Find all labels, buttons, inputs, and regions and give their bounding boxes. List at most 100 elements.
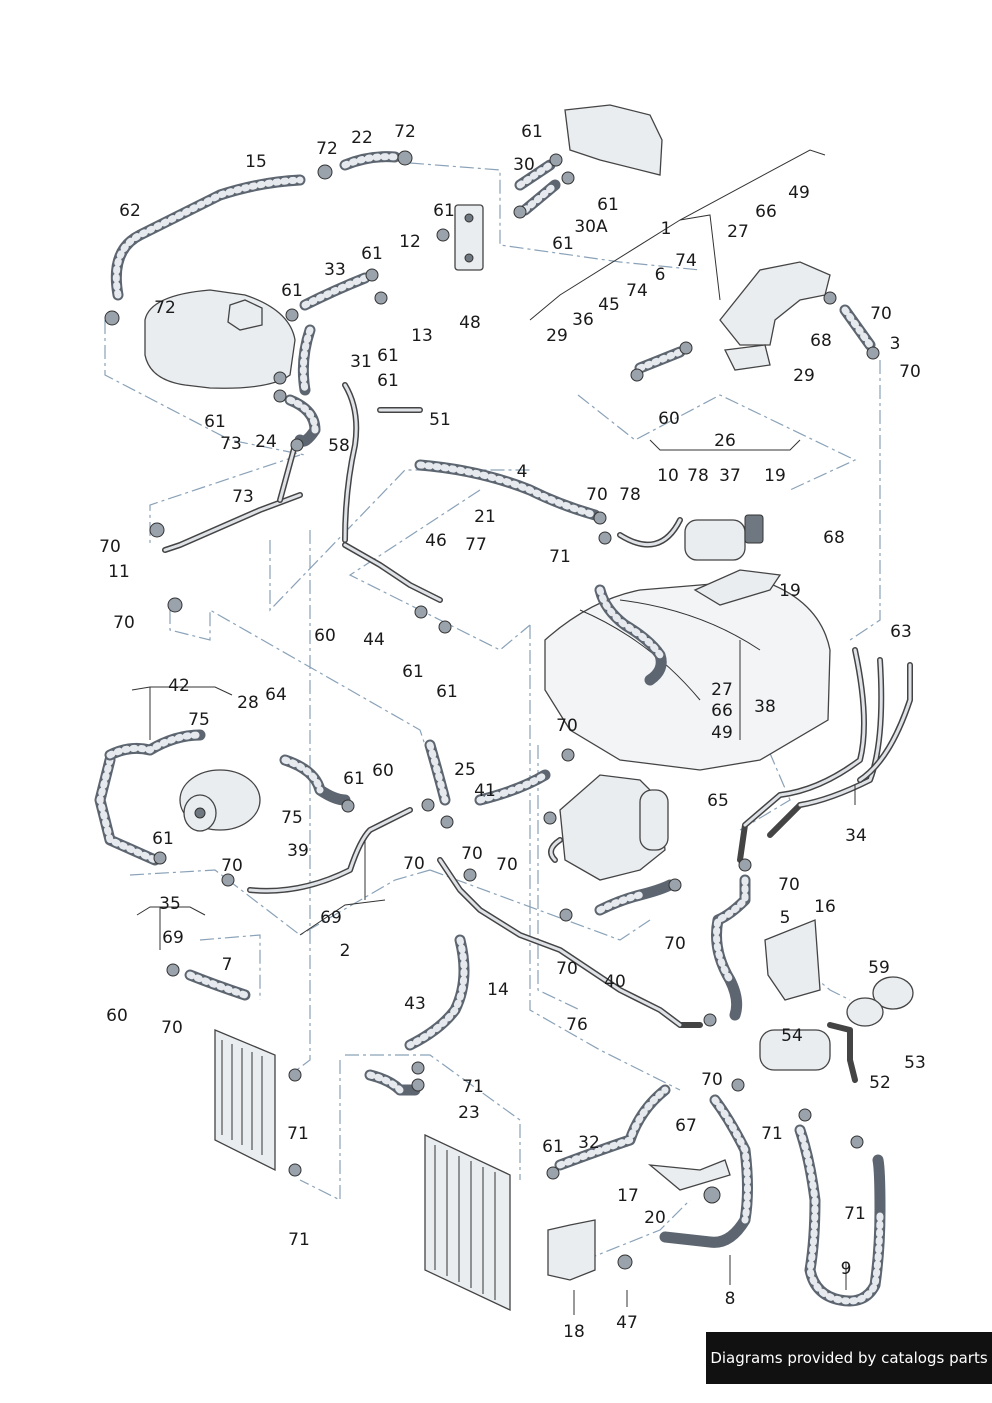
thermostat-housing [719,261,831,371]
part-label-54: 54 [781,1026,803,1046]
part-label-74: 74 [675,251,697,271]
part-label-70: 70 [113,613,135,633]
part-label-78: 78 [687,466,709,486]
part-label-30a: 30A [574,217,608,237]
part-label-39: 39 [287,841,309,861]
attribution-banner: Diagrams provided by catalogs parts [706,1332,992,1384]
part-label-70: 70 [556,959,578,979]
part-label-61: 61 [552,234,574,254]
part-label-62: 62 [119,201,141,221]
part-label-70: 70 [496,855,518,875]
part-label-25: 25 [454,760,476,780]
water-pump-54 [759,976,914,1083]
part-label-77: 77 [465,535,487,555]
gasket-19 [693,569,782,606]
part-label-78: 78 [619,485,641,505]
part-label-70: 70 [870,304,892,324]
part-label-17: 17 [617,1186,639,1206]
part-label-63: 63 [890,622,912,642]
part-label-74: 74 [626,281,648,301]
attribution-text: Diagrams provided by catalogs parts [710,1349,988,1367]
part-label-41: 41 [474,781,496,801]
part-label-60: 60 [106,1006,128,1026]
part-label-43: 43 [404,994,426,1014]
part-label-32: 32 [578,1133,600,1153]
part-label-21: 21 [474,507,496,527]
part-label-22: 22 [351,128,373,148]
part-label-69: 69 [320,908,342,928]
part-label-61: 61 [542,1137,564,1157]
part-label-19: 19 [764,466,786,486]
part-label-69: 69 [162,928,184,948]
part-label-2: 2 [340,941,351,961]
part-label-15: 15 [245,152,267,172]
part-label-53: 53 [904,1053,926,1073]
part-label-49: 49 [788,183,810,203]
part-label-71: 71 [844,1204,866,1224]
part-label-33: 33 [324,260,346,280]
part-label-71: 71 [549,547,571,567]
part-label-42: 42 [168,676,190,696]
part-label-19: 19 [779,581,801,601]
part-label-47: 47 [616,1313,638,1333]
part-label-35: 35 [159,894,181,914]
part-label-29: 29 [793,366,815,386]
heater-unit-center [559,774,669,881]
part-label-4: 4 [517,462,528,482]
part-label-71: 71 [287,1124,309,1144]
part-label-71: 71 [462,1077,484,1097]
part-label-13: 13 [411,326,433,346]
part-label-71: 71 [288,1230,310,1250]
part-label-64: 64 [265,685,287,705]
auxiliary-pump-37 [684,514,764,561]
part-label-61: 61 [597,195,619,215]
part-label-61: 61 [361,244,383,264]
part-label-75: 75 [281,808,303,828]
part-label-1: 1 [661,219,672,239]
part-label-66: 66 [755,202,777,222]
part-label-70: 70 [161,1018,183,1038]
part-label-58: 58 [328,436,350,456]
part-label-68: 68 [810,331,832,351]
part-label-7: 7 [222,955,233,975]
part-label-20: 20 [644,1208,666,1228]
part-label-72: 72 [316,139,338,159]
part-label-59: 59 [868,958,890,978]
bracket-17 [647,1159,731,1191]
part-label-61: 61 [204,412,226,432]
part-label-61: 61 [281,281,303,301]
part-label-51: 51 [429,410,451,430]
part-label-40: 40 [604,972,626,992]
part-label-61: 61 [433,201,455,221]
part-label-30: 30 [513,155,535,175]
part-label-45: 45 [598,295,620,315]
part-label-23: 23 [458,1103,480,1123]
radiator-small [214,1029,276,1172]
part-label-18: 18 [563,1322,585,1342]
part-label-70: 70 [403,854,425,874]
part-label-8: 8 [725,1289,736,1309]
part-label-70: 70 [701,1070,723,1090]
part-label-70: 70 [778,875,800,895]
part-label-27: 27 [711,680,733,700]
part-label-34: 34 [845,826,867,846]
part-label-70: 70 [221,856,243,876]
part-label-70: 70 [461,844,483,864]
part-label-9: 9 [841,1259,852,1279]
part-label-70: 70 [899,362,921,382]
part-label-24: 24 [255,432,277,452]
part-label-27: 27 [727,222,749,242]
part-label-66: 66 [711,701,733,721]
part-label-61: 61 [436,682,458,702]
engine-block [544,579,831,771]
part-label-60: 60 [372,761,394,781]
bracket-18 [547,1219,596,1281]
part-label-70: 70 [99,537,121,557]
part-label-70: 70 [664,934,686,954]
hoses [94,151,886,1307]
expansion-tank-left [144,289,296,389]
part-label-31: 31 [350,352,372,372]
bracket-16 [764,919,821,1001]
part-label-61: 61 [521,122,543,142]
